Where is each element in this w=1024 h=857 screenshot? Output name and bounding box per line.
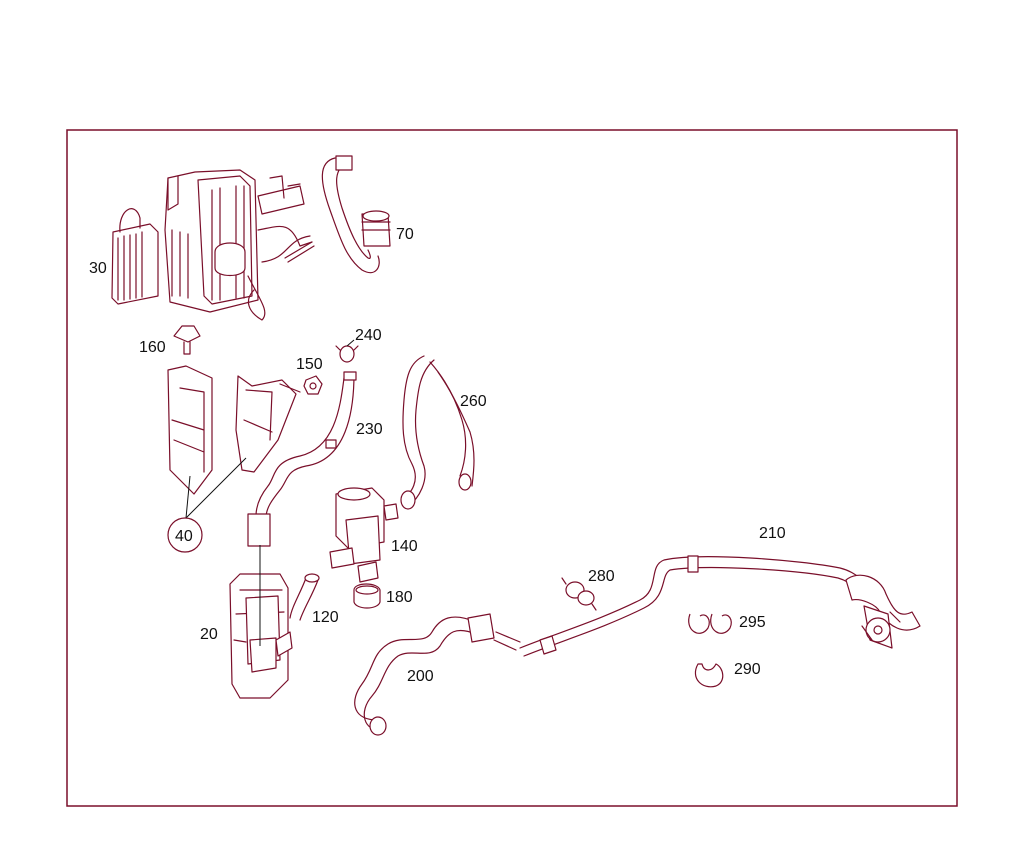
callout-30: 30: [89, 260, 107, 277]
callout-200: 200: [407, 668, 434, 685]
part-20-tank: [229, 573, 293, 699]
callout-295: 295: [739, 614, 766, 631]
callout-290: 290: [734, 661, 761, 678]
part-150-nut: [303, 375, 323, 395]
callout-70: 70: [396, 226, 414, 243]
callout-120: 120: [312, 609, 339, 626]
callout-240: 240: [355, 327, 382, 344]
part-290-clip: [694, 663, 724, 688]
callout-260: 260: [460, 393, 487, 410]
leader-lines: [185, 339, 355, 646]
part-210-pipe: [519, 555, 921, 657]
part-280-clamp: [561, 577, 597, 611]
callout-40-circle: [167, 517, 203, 553]
part-120-hose: [289, 573, 320, 621]
part-140-valve: [329, 487, 399, 583]
callout-210: 210: [759, 525, 786, 542]
callout-230: 230: [356, 421, 383, 438]
callout-180: 180: [386, 589, 413, 606]
callout-160: 160: [139, 339, 166, 356]
diagram-frame: [66, 129, 958, 807]
callout-40: 40: [175, 528, 193, 545]
part-180-clamp: [353, 583, 381, 609]
callout-280: 280: [588, 568, 615, 585]
part-295-clips: [688, 613, 732, 634]
part-70-hose: [321, 155, 391, 274]
part-230-hose: [247, 371, 357, 547]
part-30-heater-assembly: [111, 169, 315, 321]
part-260-hose: [400, 355, 475, 510]
part-200-hose: [354, 613, 521, 736]
callout-20: 20: [200, 626, 218, 643]
callout-150: 150: [296, 356, 323, 373]
callout-140: 140: [391, 538, 418, 555]
part-160-fastener: [173, 325, 201, 355]
part-40-bracket: [167, 365, 301, 495]
part-240-clamp: [335, 345, 359, 363]
